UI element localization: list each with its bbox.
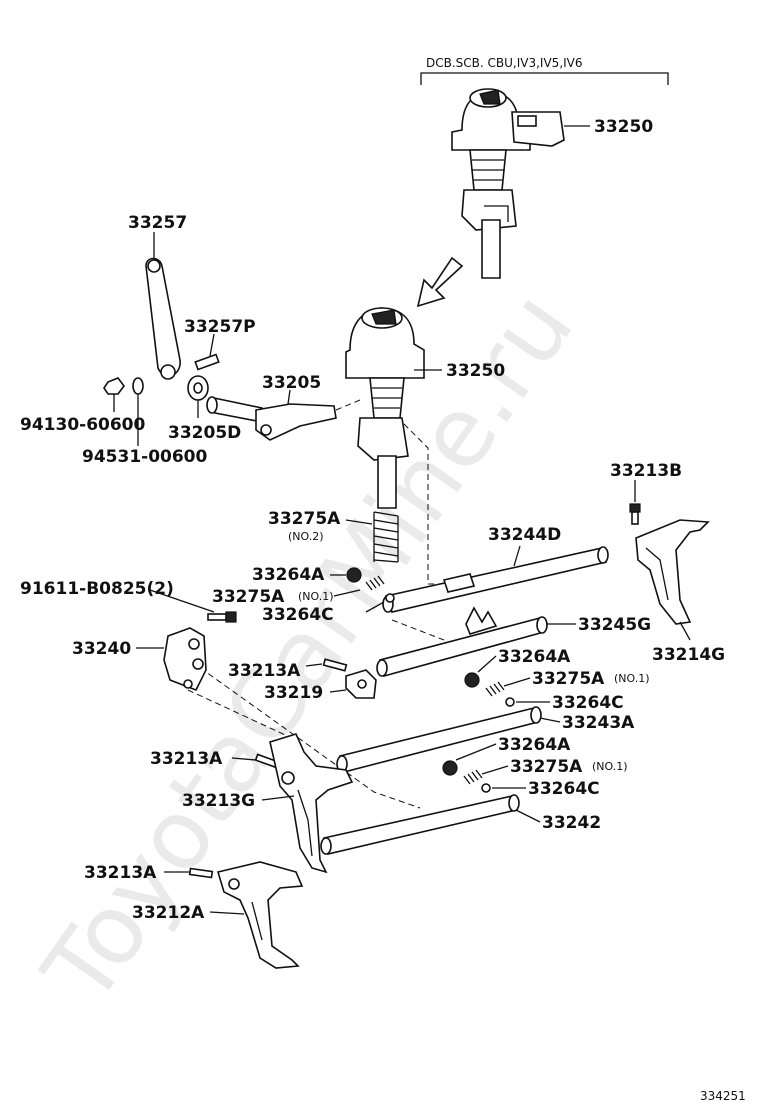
- leader-33242: [515, 809, 541, 823]
- leader-33264a-3: [455, 743, 497, 761]
- leader-33264a-2: [477, 655, 497, 673]
- ball-33264c-1: [385, 593, 395, 603]
- label-33240: 33240: [72, 639, 131, 659]
- ball-33264c-3: [481, 783, 491, 793]
- bolt-91611: [207, 611, 237, 623]
- label-33213a-1: 33213A: [228, 661, 301, 681]
- label-no1-1: (NO.1): [298, 590, 334, 603]
- spring-33275a-1: [365, 575, 385, 591]
- leader-33213a-2: [231, 757, 257, 761]
- label-no2: (NO.2): [288, 530, 324, 543]
- leader-33205: [287, 389, 291, 405]
- leader-33275a-1: [333, 589, 361, 597]
- shift-housing-top: [451, 88, 565, 279]
- label-33245g: 33245G: [578, 615, 651, 635]
- leader-33213a-1: [305, 663, 323, 667]
- label-no1-2: (NO.1): [614, 672, 650, 685]
- label-33213b: 33213B: [610, 461, 682, 481]
- ball-33264c-2: [505, 697, 515, 707]
- label-33242: 33242: [542, 813, 601, 833]
- leader-91611: [149, 589, 215, 613]
- leader-33275a-no2: [345, 519, 373, 525]
- leader-33244d: [513, 545, 521, 567]
- label-33275a-1: 33275A: [212, 587, 285, 607]
- label-33264c-2: 33264C: [552, 693, 624, 713]
- label-33257: 33257: [128, 213, 187, 233]
- leader-33212a: [209, 911, 245, 915]
- arrow-icon: [416, 256, 464, 308]
- shift-fork-33212a: [216, 861, 304, 969]
- shaft-33245g: [376, 606, 548, 677]
- label-94130: 94130-60600: [20, 415, 146, 435]
- nut-94130: [103, 377, 125, 395]
- pin-33213a-1: [322, 658, 348, 672]
- shift-head-33240: [163, 627, 207, 692]
- spring-33275a-2: [485, 681, 505, 697]
- label-33264a-3: 33264A: [498, 735, 571, 755]
- washer-33205d: [187, 375, 209, 401]
- pin-33213a-3: [188, 867, 214, 879]
- leader-33214g: [679, 621, 691, 641]
- label-33244d: 33244D: [488, 525, 561, 545]
- label-94531: 94531-00600: [82, 447, 208, 467]
- leader-33275a-2: [503, 677, 531, 687]
- shaft-33244d: [382, 546, 609, 613]
- label-33264c-1: 33264C: [262, 605, 334, 625]
- label-33213a-3: 33213A: [84, 863, 157, 883]
- shaft-33242: [320, 794, 520, 855]
- label-91611: 91611-B0825(2): [20, 579, 174, 599]
- plug-33264a-3: [442, 760, 458, 776]
- label-33275a-2: 33275A: [532, 669, 605, 689]
- leader-33243a: [539, 717, 561, 723]
- dashed-guide-2: [403, 423, 446, 585]
- label-33205d: 33205D: [168, 423, 241, 443]
- dashed-guide-3: [191, 661, 421, 809]
- plug-33264a-2: [464, 672, 480, 688]
- shift-fork-33213g: [269, 733, 354, 874]
- dashed-guide-4: [391, 619, 445, 641]
- pin-33257p: [194, 353, 220, 371]
- shift-lever-33257: [145, 257, 181, 380]
- label-33250-top: 33250: [594, 117, 653, 137]
- label-33212a: 33212A: [132, 903, 205, 923]
- label-33213a-2: 33213A: [150, 749, 223, 769]
- label-33264a-2: 33264A: [498, 647, 571, 667]
- leader-33219: [329, 689, 347, 693]
- lever-shaft-33205: [206, 396, 337, 441]
- plug-33264a-1: [346, 567, 362, 583]
- leader-33257p: [209, 333, 215, 357]
- label-33205: 33205: [262, 373, 321, 393]
- label-33243a: 33243A: [562, 713, 635, 733]
- header-bracket: [420, 72, 669, 85]
- shift-fork-33214g: [635, 519, 710, 625]
- label-33264a-1: 33264A: [252, 565, 325, 585]
- leader-33275a-3: [481, 765, 509, 775]
- label-33264c-3: 33264C: [528, 779, 600, 799]
- label-33250-mid: 33250: [446, 361, 505, 381]
- leader-33264c-1: [365, 601, 385, 613]
- spring-33275a-3: [463, 769, 483, 785]
- spring-33275a-no2: [373, 511, 399, 563]
- washer-94531: [132, 377, 144, 395]
- label-33219: 33219: [264, 683, 323, 703]
- label-33257p: 33257P: [184, 317, 256, 337]
- label-33214g: 33214G: [652, 645, 725, 665]
- label-no1-3: (NO.1): [592, 760, 628, 773]
- shift-housing-middle: [345, 307, 425, 509]
- diagram-id: 334251: [700, 1089, 746, 1103]
- lever-33219: [345, 669, 377, 699]
- bolt-33213b: [629, 503, 641, 525]
- label-33213g: 33213G: [182, 791, 255, 811]
- label-33275a-no2: 33275A: [268, 509, 341, 529]
- label-33275a-3: 33275A: [510, 757, 583, 777]
- header-note: DCB.SCB. CBU,IV3,IV5,IV6: [426, 56, 583, 70]
- dashed-guide-1: [335, 399, 361, 411]
- leader-33213g: [261, 795, 295, 801]
